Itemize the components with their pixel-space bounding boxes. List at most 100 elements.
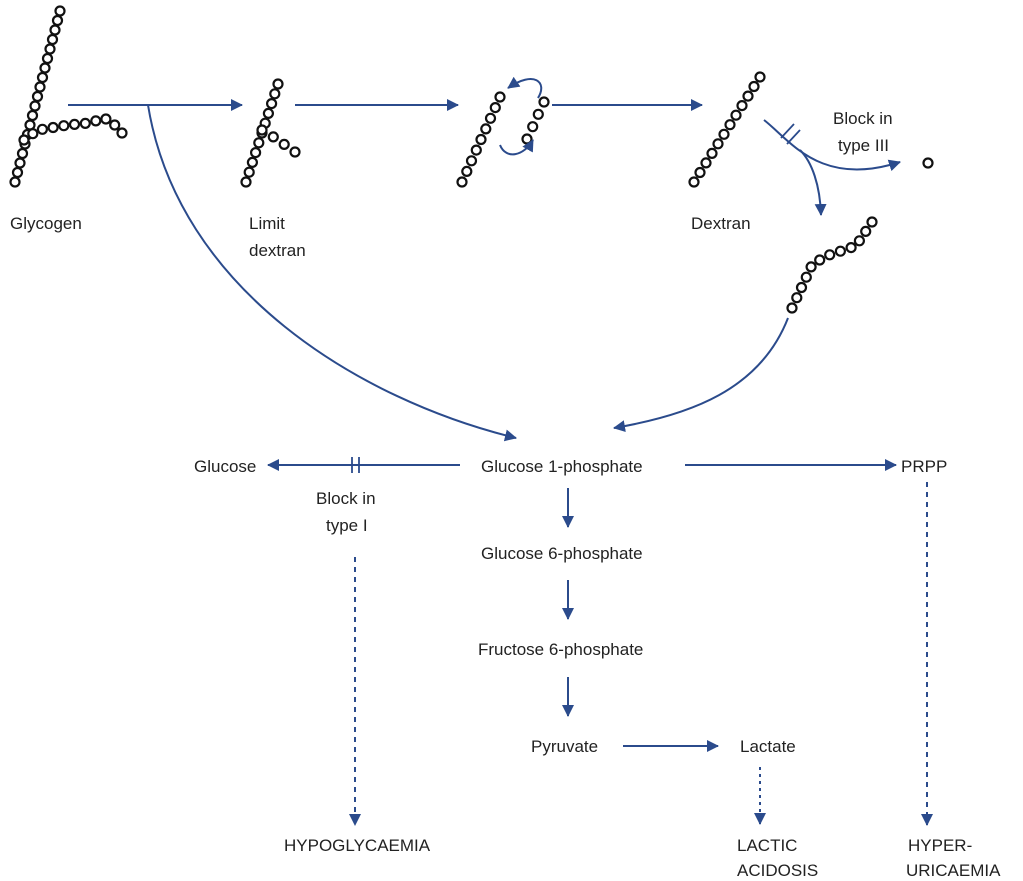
glucose-bead <box>814 254 826 266</box>
glucose-bead <box>480 123 492 135</box>
glucose-bead <box>58 120 70 132</box>
label-block-type3-line2: type III <box>838 136 889 155</box>
label-block-type1: Block in <box>316 489 376 508</box>
glucose-bead <box>461 165 473 177</box>
glucose-bead <box>240 176 252 188</box>
glucose-bead <box>834 245 847 257</box>
label-glycogen: Glycogen <box>10 214 82 233</box>
glucose-bead <box>465 155 478 167</box>
label-glucose: Glucose <box>194 457 256 476</box>
glucose-bead <box>39 62 51 74</box>
arrow-transfer-bottom <box>499 139 534 156</box>
glucose-bead <box>31 90 44 103</box>
glucose-bead <box>243 166 255 178</box>
glucose-bead <box>521 133 533 145</box>
glucose-bead <box>246 156 258 168</box>
glucose-bead <box>68 118 81 131</box>
glucose-bead <box>14 157 26 169</box>
glucose-bead <box>47 121 59 134</box>
glucose-bead <box>494 91 506 103</box>
glucose-bead <box>51 14 64 27</box>
glucose-bead <box>694 166 706 179</box>
glucose-bead <box>36 71 49 84</box>
glucose-bead <box>866 216 878 228</box>
glycogen-branch-chain <box>18 113 128 146</box>
label-glucose-6-phosphate: Glucose 6-phosphate <box>481 544 643 563</box>
label-glucose-1-phosphate: Glucose 1-phosphate <box>481 457 643 476</box>
glucose-bead <box>700 157 712 169</box>
glucose-bead <box>791 292 803 304</box>
glucose-bead <box>79 117 91 130</box>
released-linear-chain <box>786 216 878 314</box>
glucose-bead <box>41 52 54 65</box>
label-limit-dextran: Limit <box>249 214 285 233</box>
glucose-bead <box>527 121 539 133</box>
arrow-glycogen-to-g1p <box>147 104 517 442</box>
glucose-bead <box>736 99 748 112</box>
glucose-bead <box>860 225 872 237</box>
glucose-bead <box>26 109 39 122</box>
glucose-bead <box>11 166 24 179</box>
label-prpp: PRPP <box>901 457 947 476</box>
glucose-bead <box>748 80 760 93</box>
glucose-bead <box>289 146 301 158</box>
label-fructose-6-phosphate: Fructose 6-phosphate <box>478 640 643 659</box>
block-type3-marker <box>780 123 801 145</box>
label-pyruvate: Pyruvate <box>531 737 598 756</box>
glucose-bead <box>538 96 550 108</box>
glucose-bead <box>489 101 501 114</box>
label-lactic-acidosis-line2: ACIDOSIS <box>737 861 818 880</box>
glucose-bead <box>109 119 121 131</box>
glucose-bead <box>688 176 700 188</box>
arrow-transfer-top <box>507 76 543 99</box>
glucose-bead <box>46 33 59 46</box>
dextran-chain <box>688 71 766 188</box>
glucose-bead <box>824 249 836 261</box>
glucose-bead <box>786 302 798 314</box>
glucose-bead <box>805 261 817 273</box>
glucose-bead <box>34 81 46 93</box>
glucose-bead <box>712 138 724 150</box>
glucose-bead <box>29 100 41 112</box>
glucose-bead <box>100 113 112 125</box>
debranched-main-chain <box>456 91 506 188</box>
label-hyperuricaemia-line2: URICAEMIA <box>906 861 1001 880</box>
debranched-small-chain <box>521 96 550 145</box>
glucose-bead <box>267 131 279 143</box>
label-block-type3: Block in <box>833 109 893 128</box>
glucose-bead <box>253 137 265 149</box>
glucose-bead <box>256 124 268 136</box>
free-glucose-bead <box>922 157 934 169</box>
label-hypoglycaemia: HYPOGLYCAEMIA <box>284 836 431 855</box>
label-lactate: Lactate <box>740 737 796 756</box>
glucose-bead <box>116 127 128 139</box>
arrow-dextran-to-chain <box>799 149 827 216</box>
glucose-bead <box>484 112 497 124</box>
glycogen-main-chain <box>9 5 66 188</box>
glucose-bead <box>532 108 544 120</box>
glucose-bead <box>9 176 21 188</box>
glucose-bead <box>845 242 857 254</box>
labels: Glycogen Limit dextran Dextran Block in … <box>10 109 1001 880</box>
limit-dextran-branch-chain <box>256 124 301 158</box>
pathway-arrows <box>68 76 933 826</box>
label-limit-dextran-line2: dextran <box>249 241 306 260</box>
glucose-bead <box>724 119 736 131</box>
glucose-bead <box>16 147 29 160</box>
glucose-bead <box>742 90 754 102</box>
glucose-bead <box>27 128 39 140</box>
glucose-bead <box>718 128 730 140</box>
arrow-chain-to-g1p <box>613 317 789 433</box>
glucose-bead <box>754 71 766 83</box>
glucose-bead <box>795 281 808 294</box>
glucose-bead <box>456 176 468 188</box>
glucose-bead <box>36 123 49 135</box>
label-dextran: Dextran <box>691 214 751 233</box>
arrow-dextran-block-type3 <box>763 119 901 172</box>
glucose-bead <box>266 97 278 110</box>
glucose-bead <box>278 138 290 150</box>
label-lactic-acidosis: LACTIC <box>737 836 797 855</box>
glucose-bead <box>49 24 61 36</box>
glucose-bead <box>470 144 482 156</box>
